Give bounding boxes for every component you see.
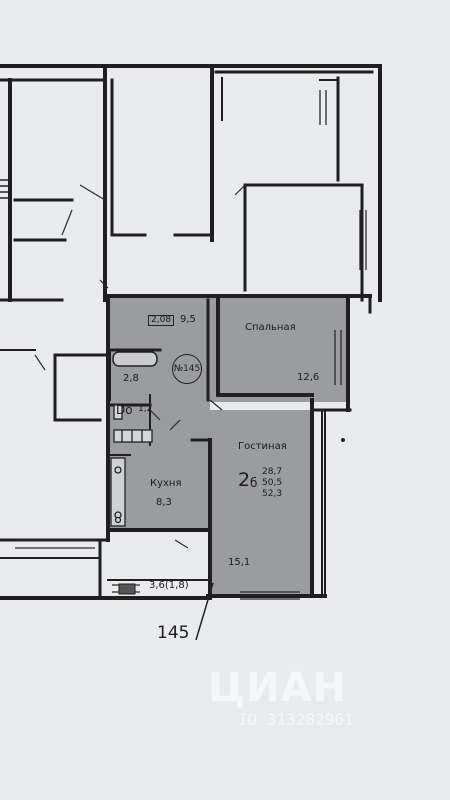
apartment-number-badge: №145 [172, 354, 202, 384]
balcony-radiator [118, 583, 136, 595]
plan-dot [341, 438, 345, 442]
rooms-count-label: 2 [238, 469, 251, 491]
living-room-area-label: 15,1 [228, 557, 251, 568]
kitchen-area-label: 8,3 [156, 497, 172, 508]
walls [0, 64, 382, 600]
door-swings [34, 184, 246, 549]
total-area-label: 52,3 [262, 489, 283, 499]
windows [15, 90, 367, 600]
kitchen-name-label: Кухня [150, 478, 182, 489]
rooms-count-suffix: б [250, 476, 258, 490]
watermark-id: ID 313282961 [238, 710, 354, 729]
kitchen-counter [110, 457, 126, 527]
corridor-area-label: 9,5 [180, 314, 196, 325]
bath-area-label: 2,8 [123, 373, 139, 384]
callout-leader [195, 582, 214, 641]
corridor-area-box: 2,08 [148, 315, 175, 326]
watermark-logo: ЦИАН [208, 665, 348, 711]
bathtub [112, 351, 158, 367]
wc-area-label: 1,2 [138, 404, 153, 414]
bedroom-name-label: Спальная [245, 322, 296, 333]
residential-area-label: 50,5 [262, 478, 283, 488]
living-total-label: 28,7 [262, 467, 283, 477]
staircase-marks [0, 179, 8, 199]
bedroom-area-label: 12,6 [297, 372, 320, 383]
wc-fixtures [113, 404, 153, 443]
balcony-area-label: 3,6(1,8) [149, 580, 189, 591]
living-room-name-label: Гостиная [238, 441, 287, 452]
apartment-callout-number: 145 [157, 623, 190, 643]
wc-label: Dо [116, 403, 133, 417]
